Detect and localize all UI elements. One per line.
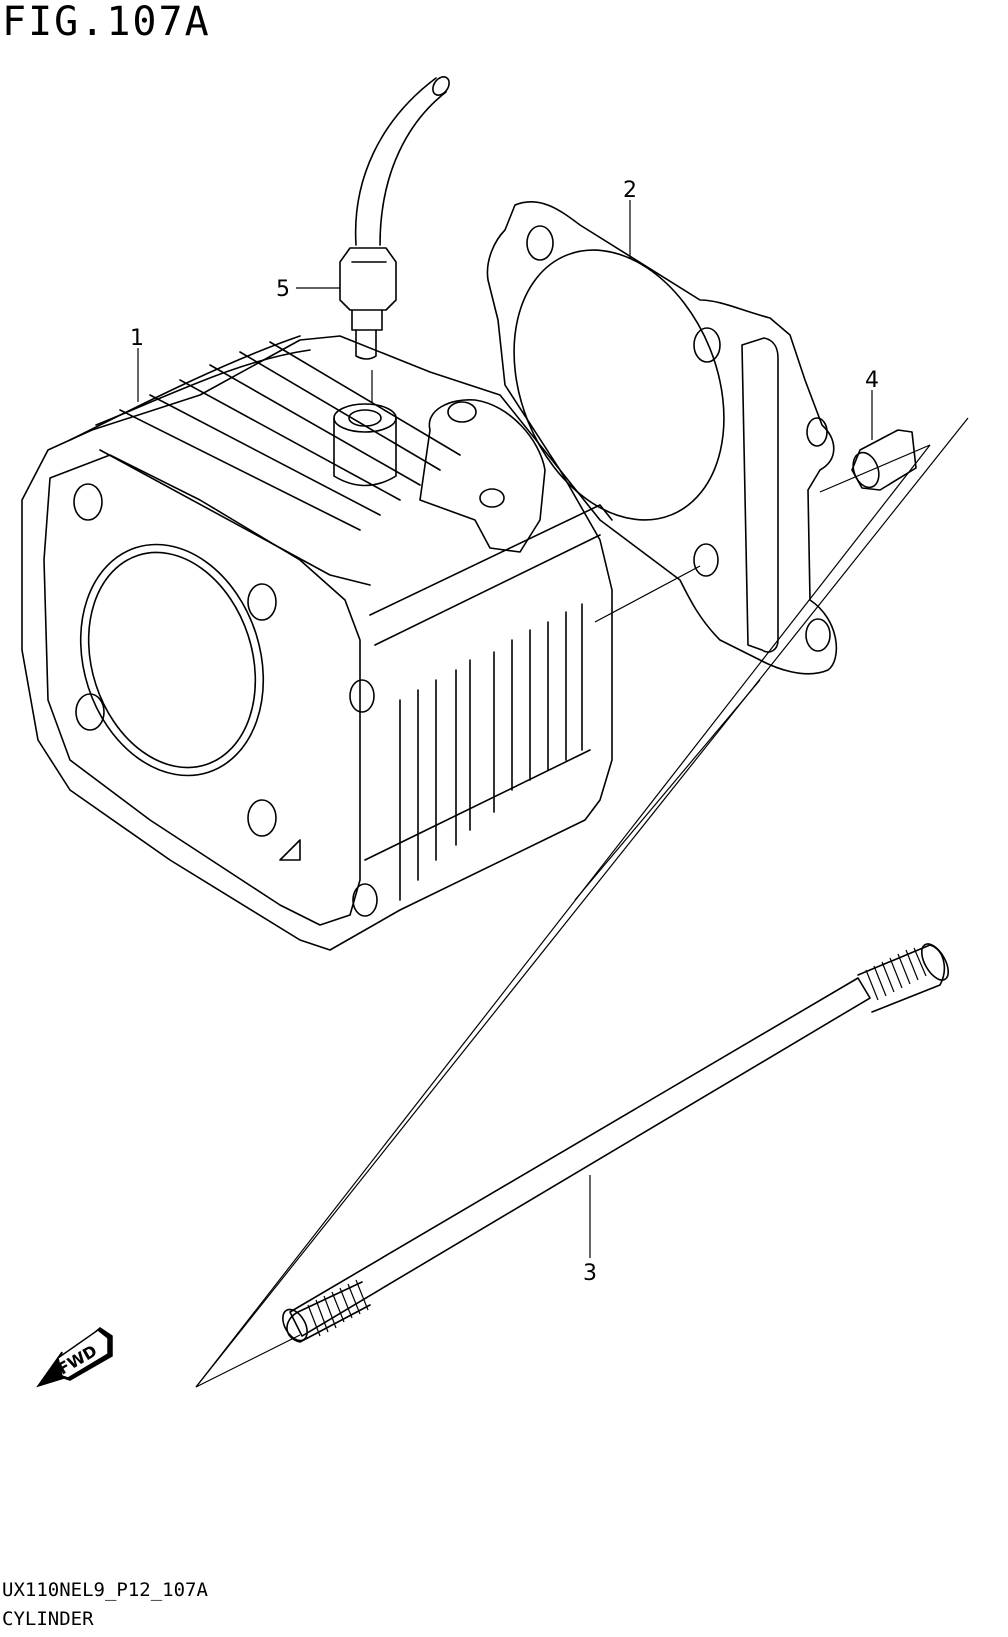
part-3-stud-bolt <box>282 943 950 1343</box>
callout-2: 2 <box>623 178 637 203</box>
callout-3: 3 <box>583 1261 597 1286</box>
part-2-gasket <box>486 200 838 675</box>
part-4-dowel-pin <box>851 429 917 491</box>
lower-thread <box>307 1279 369 1337</box>
callout-4: 4 <box>865 368 879 393</box>
diagram-code: UX110NEL9_P12_107A <box>2 1579 208 1601</box>
upper-thread <box>865 947 927 1001</box>
callout-5: 5 <box>276 277 290 302</box>
part-5-sensor <box>339 76 450 360</box>
figure-title: FIG.107A <box>2 0 211 45</box>
diagram-caption: CYLINDER <box>2 1608 94 1630</box>
alignment-lines <box>195 370 969 1388</box>
fwd-arrow-icon: FWD <box>36 1327 113 1388</box>
leader-lines <box>137 200 873 1258</box>
callout-1: 1 <box>130 326 144 351</box>
part-1-cylinder <box>21 335 613 951</box>
